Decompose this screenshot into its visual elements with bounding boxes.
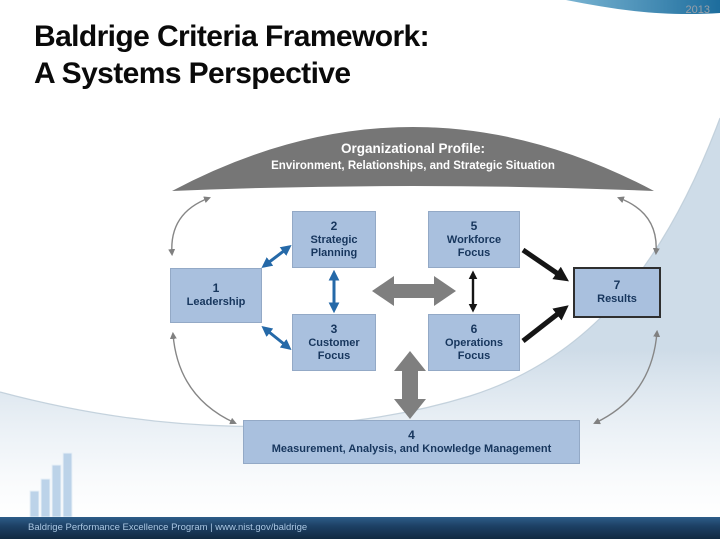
- box-number: 3: [330, 321, 338, 336]
- arch-title: Organizational Profile:: [340, 141, 486, 156]
- slide-title: Baldrige Criteria Framework: A Systems Pe…: [34, 18, 430, 92]
- box-measurement: 4 Measurement, Analysis, and Knowledge M…: [243, 420, 580, 464]
- box-label: Workforce Focus: [446, 233, 502, 259]
- logo-bar-4: [62, 452, 73, 517]
- logo-bar-3: [51, 464, 62, 517]
- logo-bar-2: [40, 478, 51, 517]
- box-customer-focus: 3 Customer Focus: [292, 314, 376, 371]
- arrow-leadership-customer: [261, 325, 292, 351]
- flow-arrow-bottom-right: [593, 329, 661, 425]
- results-arrows: [521, 247, 569, 343]
- footer-text: Baldrige Performance Excellence Program …: [28, 522, 308, 533]
- box-results: 7 Results: [573, 267, 661, 318]
- vertical-measurement-arrow: [394, 351, 426, 419]
- box-strategic-planning: 2 Strategic Planning: [292, 211, 376, 268]
- year-label: 2013: [685, 4, 710, 16]
- footer-bar: Baldrige Performance Excellence Program …: [0, 517, 720, 539]
- arch-subtitle: Environment, Relationships, and Strategi…: [271, 160, 555, 172]
- box-label: Leadership: [186, 296, 246, 308]
- bar-chart-logo-icon: [29, 452, 73, 517]
- org-profile-arch: [172, 127, 654, 191]
- box-label: Operations Focus: [444, 336, 504, 362]
- arrow-operations-results: [521, 305, 569, 343]
- flow-arrow-top-right: [617, 196, 660, 256]
- title-line-1: Baldrige Criteria Framework:: [34, 20, 430, 53]
- box-label: Measurement, Analysis, and Knowledge Man…: [271, 442, 552, 455]
- box-workforce-focus: 5 Workforce Focus: [428, 211, 520, 268]
- box-label: Results: [597, 293, 637, 305]
- logo-bar-1: [29, 490, 40, 517]
- box-label: Customer Focus: [308, 336, 360, 362]
- box-operations-focus: 6 Operations Focus: [428, 314, 520, 371]
- flow-arrow-top-left: [168, 196, 211, 257]
- title-line-2: A Systems Perspective: [34, 57, 351, 90]
- arrow-leadership-strategic: [261, 245, 292, 268]
- box-number: 7: [613, 278, 621, 292]
- arrow-workforce-results: [521, 247, 569, 282]
- box-number: 4: [408, 427, 415, 442]
- box-number: 1: [212, 281, 220, 295]
- box-leadership: 1 Leadership: [170, 268, 262, 323]
- box-number: 6: [470, 321, 478, 336]
- flow-arrow-bottom-left: [169, 331, 237, 425]
- box-number: 5: [470, 218, 478, 233]
- horizontal-integration-arrow: [372, 276, 456, 306]
- box-number: 2: [330, 218, 338, 233]
- box-label: Strategic Planning: [310, 233, 358, 259]
